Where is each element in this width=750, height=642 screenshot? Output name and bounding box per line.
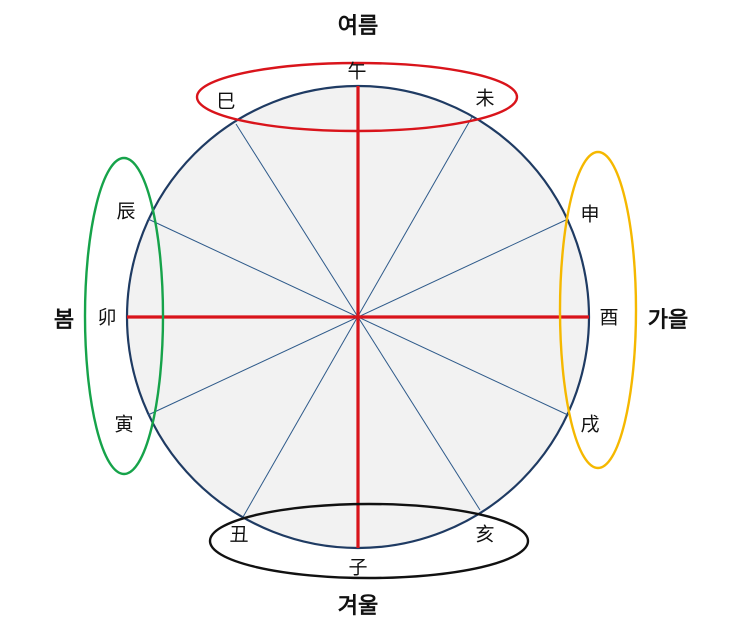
summer-ring	[195, 61, 519, 133]
branch-xu: 戌	[580, 414, 599, 436]
season-label-winter: 겨울	[338, 594, 378, 619]
branch-chou: 丑	[229, 524, 248, 546]
branch-shen: 申	[580, 204, 599, 226]
branch-si: 巳	[216, 91, 235, 113]
branch-you: 酉	[599, 307, 618, 329]
autumn-ring	[558, 150, 638, 470]
branch-zi: 子	[348, 557, 367, 579]
branch-wei: 未	[475, 88, 494, 110]
branch-wu: 午	[347, 61, 366, 83]
branch-hai: 亥	[475, 524, 494, 546]
branch-chen: 辰	[116, 201, 135, 223]
season-label-autumn: 가을	[648, 308, 688, 333]
branch-mao: 卯	[97, 307, 116, 329]
branch-yin: 寅	[114, 414, 133, 436]
season-label-summer: 여름	[338, 14, 378, 39]
spring-ring	[83, 156, 165, 476]
winter-ring	[208, 502, 530, 580]
season-label-spring: 봄	[54, 308, 74, 333]
